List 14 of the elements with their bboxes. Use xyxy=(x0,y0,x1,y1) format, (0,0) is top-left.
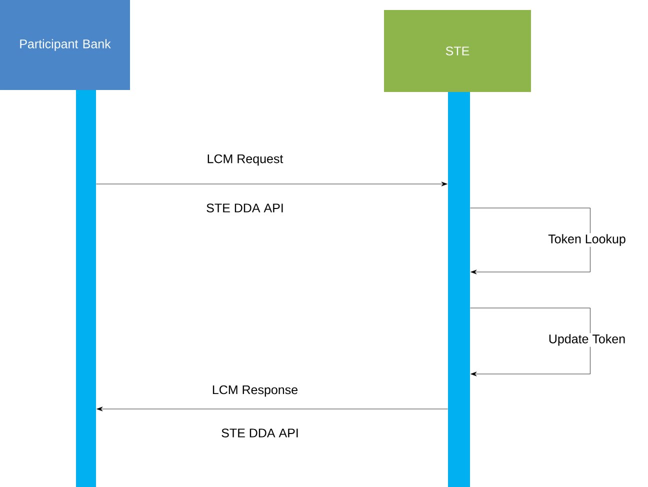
edge-label: Update Token xyxy=(547,333,627,347)
arrow xyxy=(96,182,448,186)
participant-box: Participant Bank xyxy=(0,0,130,90)
lifeline-bar xyxy=(76,90,96,487)
edge-label: Token Lookup xyxy=(547,233,627,247)
arrow xyxy=(470,308,590,376)
edge-label: LCM Response xyxy=(210,384,300,398)
message-note: STE DDA API xyxy=(206,204,283,212)
lifeline-bar xyxy=(448,92,470,487)
arrow xyxy=(470,208,590,274)
edge-label: LCM Request xyxy=(206,153,284,167)
participant-box: STE xyxy=(384,10,531,92)
arrow xyxy=(96,406,448,412)
message-note: STE DDA API xyxy=(222,428,298,438)
